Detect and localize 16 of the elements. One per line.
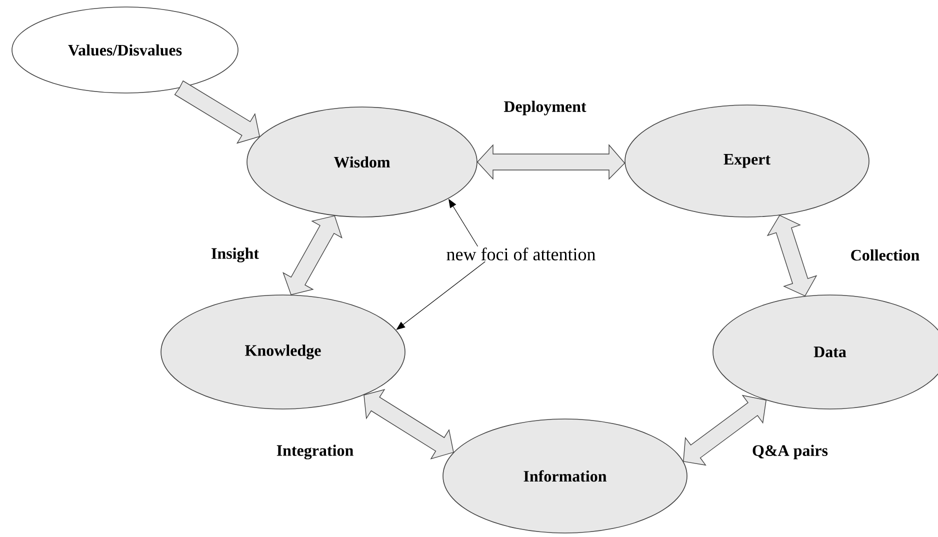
block-arrow [364,389,454,460]
edge-label: Q&A pairs [752,444,828,460]
edge-label: Insight [212,248,259,262]
ellipse-node: Wisdom [246,106,478,218]
ellipse-node: Knowledge [160,294,406,410]
edge-label: Collection [851,249,920,261]
ellipse-node: Information [442,418,688,534]
block-arrow [683,394,766,466]
block-arrow [282,215,342,296]
ellipse-node: Data [712,294,938,410]
edge-label: Integration [276,444,354,460]
arrow [396,261,486,330]
edge-label: Deployment [504,100,586,116]
ellipse-node: Values/Disvalues [12,6,238,94]
ellipse-node: Expert [624,104,870,218]
annotation-text: new foci of attention [446,248,596,260]
